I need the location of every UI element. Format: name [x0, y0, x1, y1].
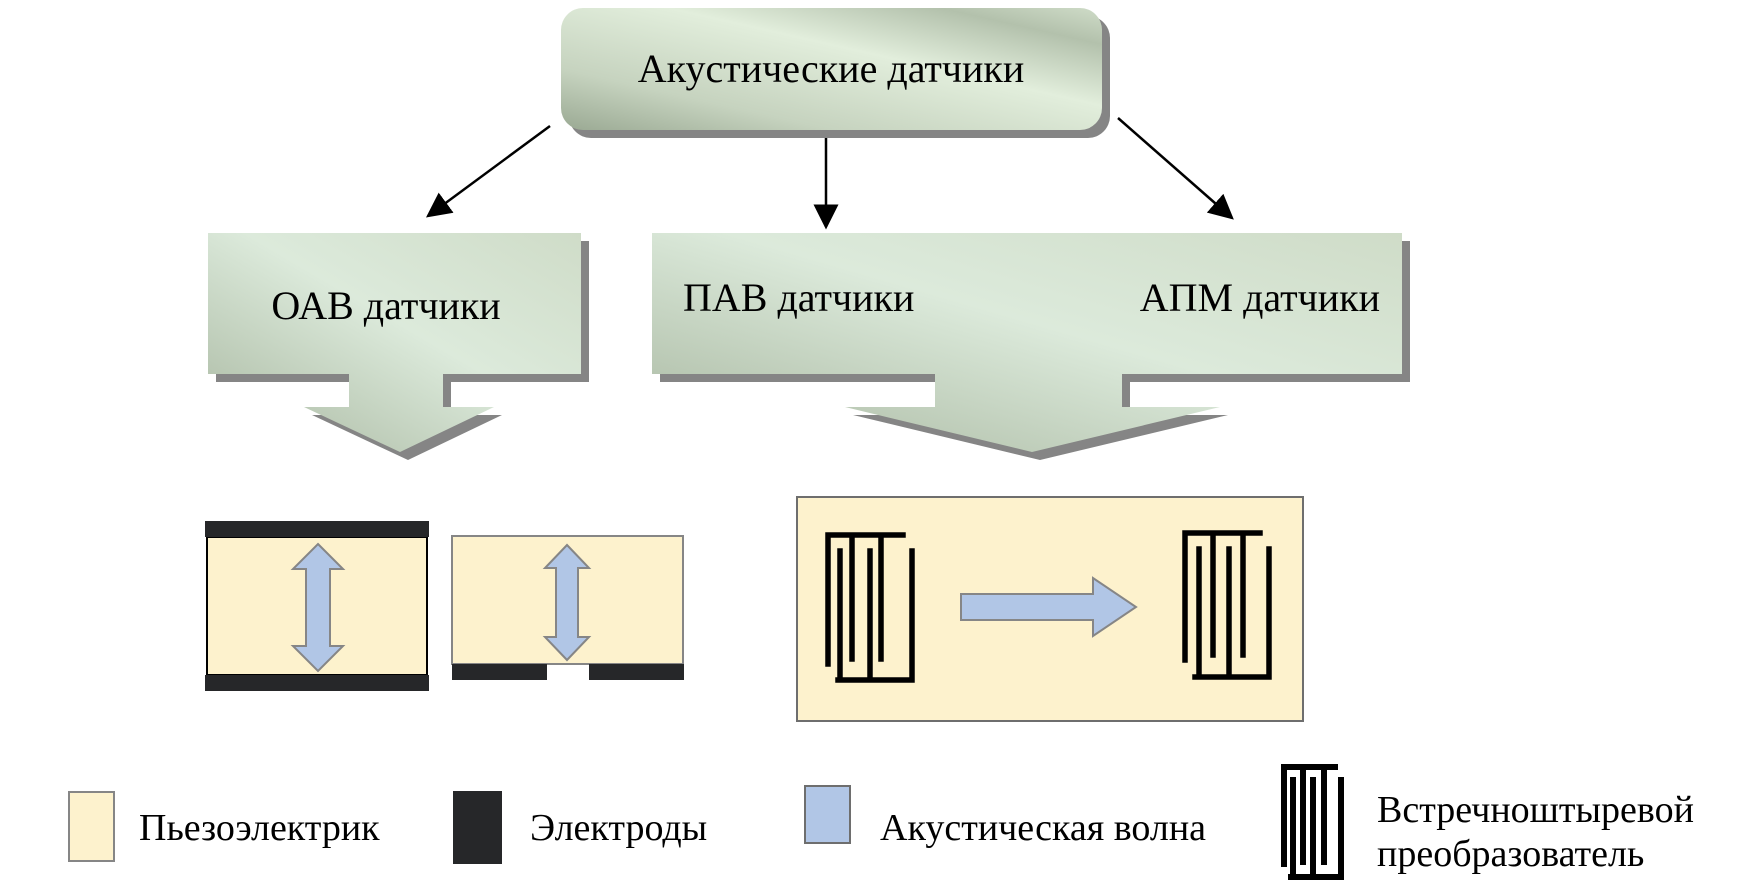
interdigital-transducer-icon — [1281, 764, 1344, 880]
title-text: Акустические датчики — [638, 46, 1025, 91]
oav-callout: ОАВ датчики — [208, 233, 589, 460]
legend-item-electrodes: Электроды — [453, 791, 707, 864]
top-electrode — [205, 521, 429, 537]
piezoelectric-swatch — [68, 791, 115, 862]
bottom-electrode-left — [452, 664, 547, 680]
legend-label-electrodes: Электроды — [530, 807, 707, 849]
legend-item-wave: Акустическая волна — [804, 785, 1206, 849]
legend-item-idt: Встречноштыревой преобразователь — [1281, 764, 1694, 880]
legend-label-idt-line2: преобразователь — [1377, 833, 1644, 875]
saw-sensor-panel — [796, 496, 1304, 722]
arrow-to-oav — [425, 124, 551, 218]
baw-sensor-full-electrodes — [205, 521, 429, 691]
arrow-to-apm — [1117, 117, 1234, 220]
pav-label: ПАВ датчики — [683, 275, 914, 320]
pav-apm-callout: ПАВ датчики АПМ датчики — [652, 233, 1410, 460]
acoustic-wave-double-arrow — [290, 542, 346, 673]
connector-arrows — [425, 117, 1234, 230]
bottom-electrode — [205, 675, 429, 691]
legend-label-piezo: Пьезоэлектрик — [139, 807, 380, 849]
bottom-electrode-right — [589, 664, 684, 680]
acoustic-wave-double-arrow — [542, 543, 592, 662]
legend-label-wave: Акустическая волна — [880, 807, 1206, 849]
title-box: Акустические датчики — [561, 8, 1110, 138]
interdigital-transducer-icon — [1182, 530, 1272, 680]
legend-item-piezo: Пьезоэлектрик — [68, 791, 380, 862]
legend: Пьезоэлектрик Электроды Акустическая вол… — [68, 764, 1694, 880]
acoustic-wave-swatch — [804, 785, 851, 844]
interdigital-transducer-icon — [825, 532, 915, 683]
apm-label: АПМ датчики — [1140, 275, 1380, 320]
surface-wave-arrow — [960, 576, 1138, 638]
baw-sensor-lateral-electrodes — [451, 535, 684, 680]
legend-label-idt-line1: Встречноштыревой — [1377, 789, 1694, 831]
oav-label: ОАВ датчики — [271, 283, 500, 328]
electrode-swatch — [453, 791, 502, 864]
